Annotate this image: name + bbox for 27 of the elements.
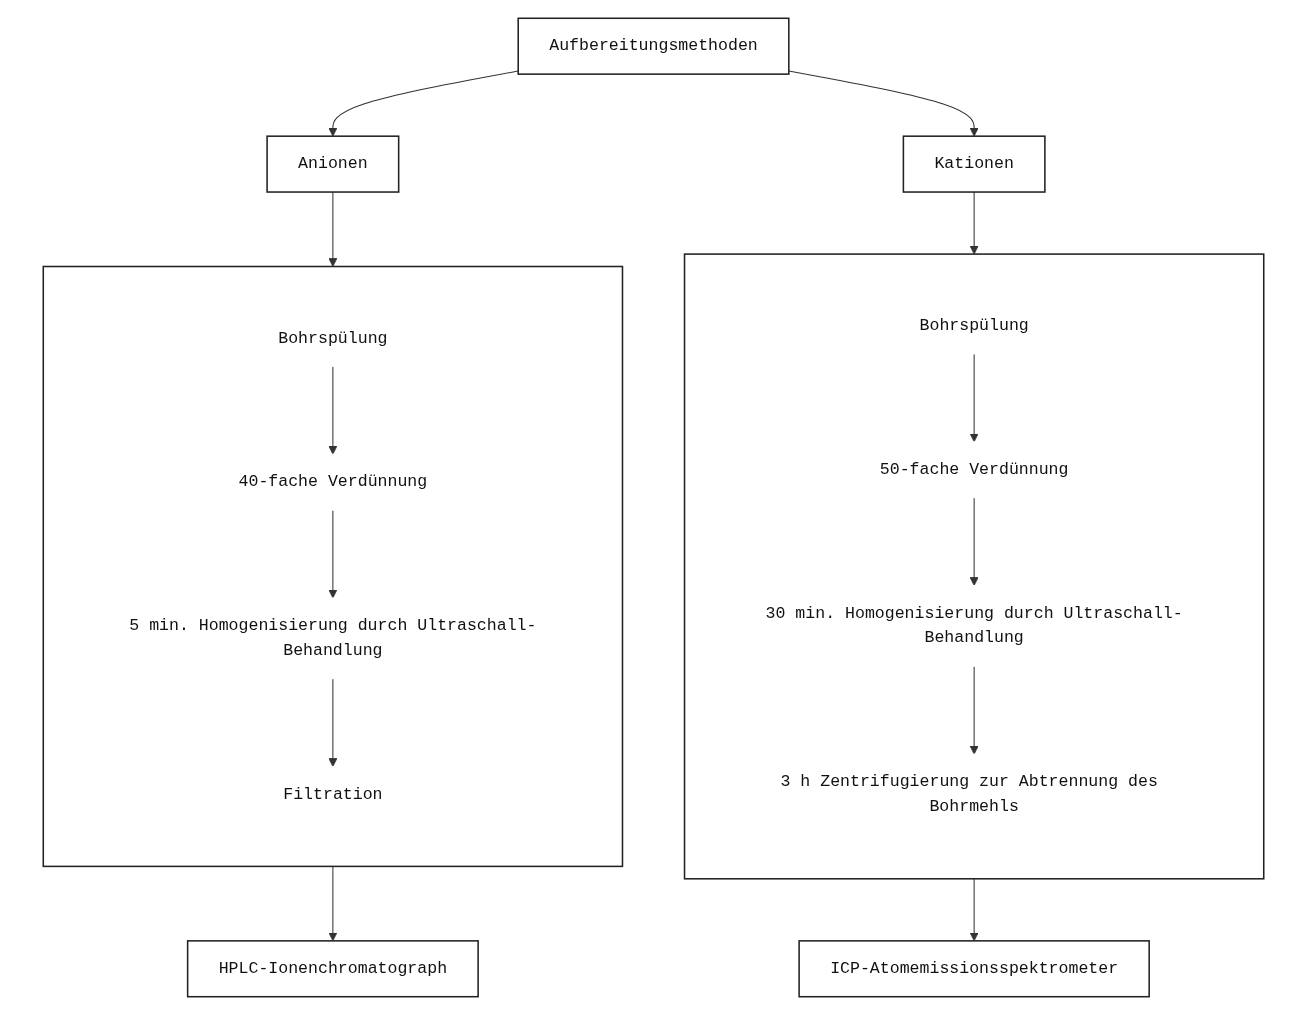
arrow [328,865,338,942]
arrow [328,365,338,455]
node-text: 50-fache Verdünnung [879,460,1069,480]
arrow [969,497,979,586]
node-text: 3 h Zentrifugierung zur Abtrennung des Bohrmehls [780,772,1158,817]
arrow [328,191,338,267]
arrow [328,678,338,767]
node-box: Aufbereitungsmethoden [517,17,790,75]
arrow [969,665,979,755]
node-text: 5 min. Homogenisierung durch Ultraschall-Behandlung [129,616,537,661]
node-text: 40-fache Verdünnung [238,472,428,492]
node-box: Kationen [902,135,1046,193]
node-box: Anionen [266,135,400,193]
node-text: Bohrspülung [919,316,1029,336]
node-box: ICP-Atomemissionsspektrometer [798,940,1150,998]
arrow [969,878,979,942]
node-text: 30 min. Homogenisierung durch Ultraschall-Behandlung [765,604,1183,648]
node-text: Filtration [283,785,383,804]
cluster [683,253,1265,880]
arrow [969,191,979,255]
arrow [969,353,979,443]
node-box: HPLC-Ionenchromatograph [186,940,479,998]
arrow [788,70,979,137]
node-text: Bohrspülung [278,329,388,348]
cluster [42,265,624,868]
arrow [328,509,338,599]
arrow [328,70,519,137]
